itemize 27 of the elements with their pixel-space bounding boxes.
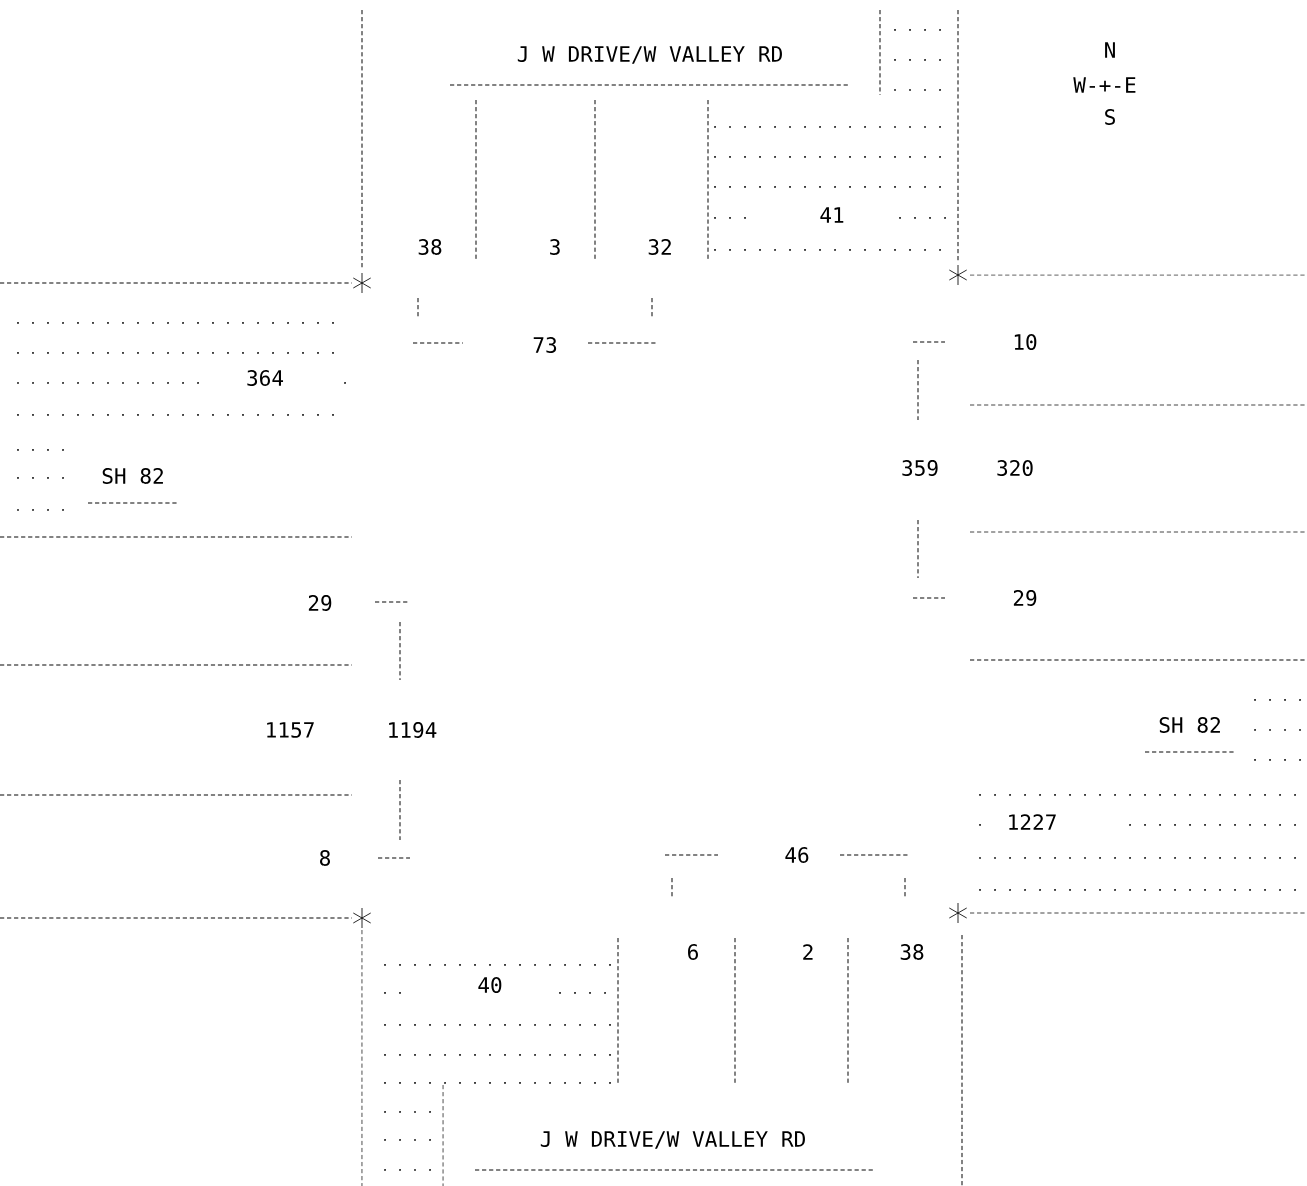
highway-name: SH 82	[1159, 717, 1220, 733]
count-label: 364	[247, 370, 284, 386]
count-label: 359	[902, 460, 938, 476]
count-label: 1227	[1009, 814, 1056, 830]
count-label: 29	[1013, 590, 1037, 606]
highway-name: SH 82	[102, 468, 163, 484]
count-label: 38	[900, 944, 924, 960]
count-label: 38	[418, 239, 442, 255]
count-label: 8	[320, 850, 330, 866]
compass-label: W-+-E	[1073, 77, 1136, 93]
count-label: 46	[785, 847, 809, 863]
road-name: J W DRIVE/W VALLEY RD	[517, 46, 782, 64]
count-label: 41	[820, 207, 844, 223]
compass-label: S	[1105, 109, 1115, 125]
road-name: J W DRIVE/W VALLEY RD	[540, 1131, 805, 1149]
count-label: 29	[308, 595, 332, 611]
count-label: 40	[478, 977, 502, 993]
count-label: 6	[688, 944, 698, 960]
compass-label: N	[1105, 42, 1115, 58]
count-label: 320	[997, 460, 1033, 476]
count-label: 1194	[389, 722, 437, 738]
count-label: 2	[803, 944, 813, 960]
count-label: 10	[1014, 334, 1037, 350]
count-label: 73	[533, 337, 557, 353]
count-label: 32	[648, 239, 671, 255]
count-label: 1157	[267, 722, 314, 738]
count-label: 3	[550, 239, 560, 255]
